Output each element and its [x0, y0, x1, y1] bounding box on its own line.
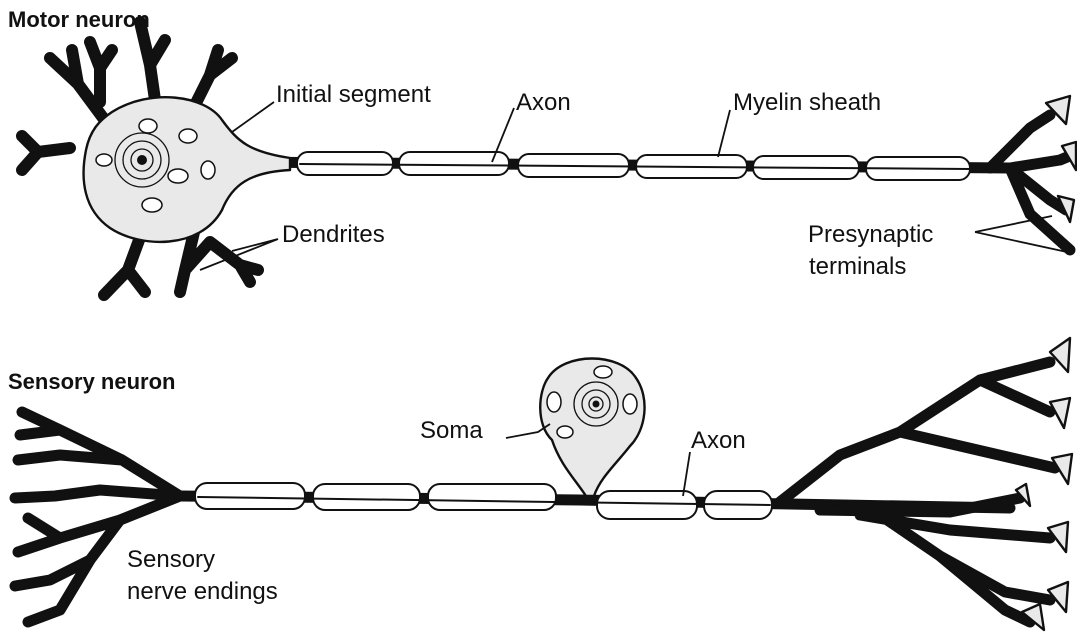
terminals-label: terminals	[809, 254, 906, 281]
sensory-endings-label-line1: Sensory	[127, 547, 215, 574]
motor-neuron	[22, 22, 1076, 295]
motor-axon-label: Axon	[516, 90, 571, 117]
sensory-endings-label-line2: nerve endings	[127, 579, 278, 606]
sensory-myelin-segments	[195, 483, 772, 519]
soma-label: Soma	[420, 418, 483, 445]
sensory-axon-label: Axon	[691, 428, 746, 455]
initial-segment-label: Initial segment	[276, 82, 431, 109]
sensory-terminal-branches	[780, 338, 1072, 630]
dendrites-label: Dendrites	[282, 222, 385, 249]
motor-neuron-title: Motor neuron	[8, 8, 150, 33]
motor-cell-body	[84, 97, 290, 242]
sensory-soma	[540, 359, 644, 497]
presynaptic-label: Presynaptic	[808, 222, 933, 249]
sensory-neuron-title: Sensory neuron	[8, 370, 175, 395]
myelin-sheath-label: Myelin sheath	[733, 90, 881, 117]
